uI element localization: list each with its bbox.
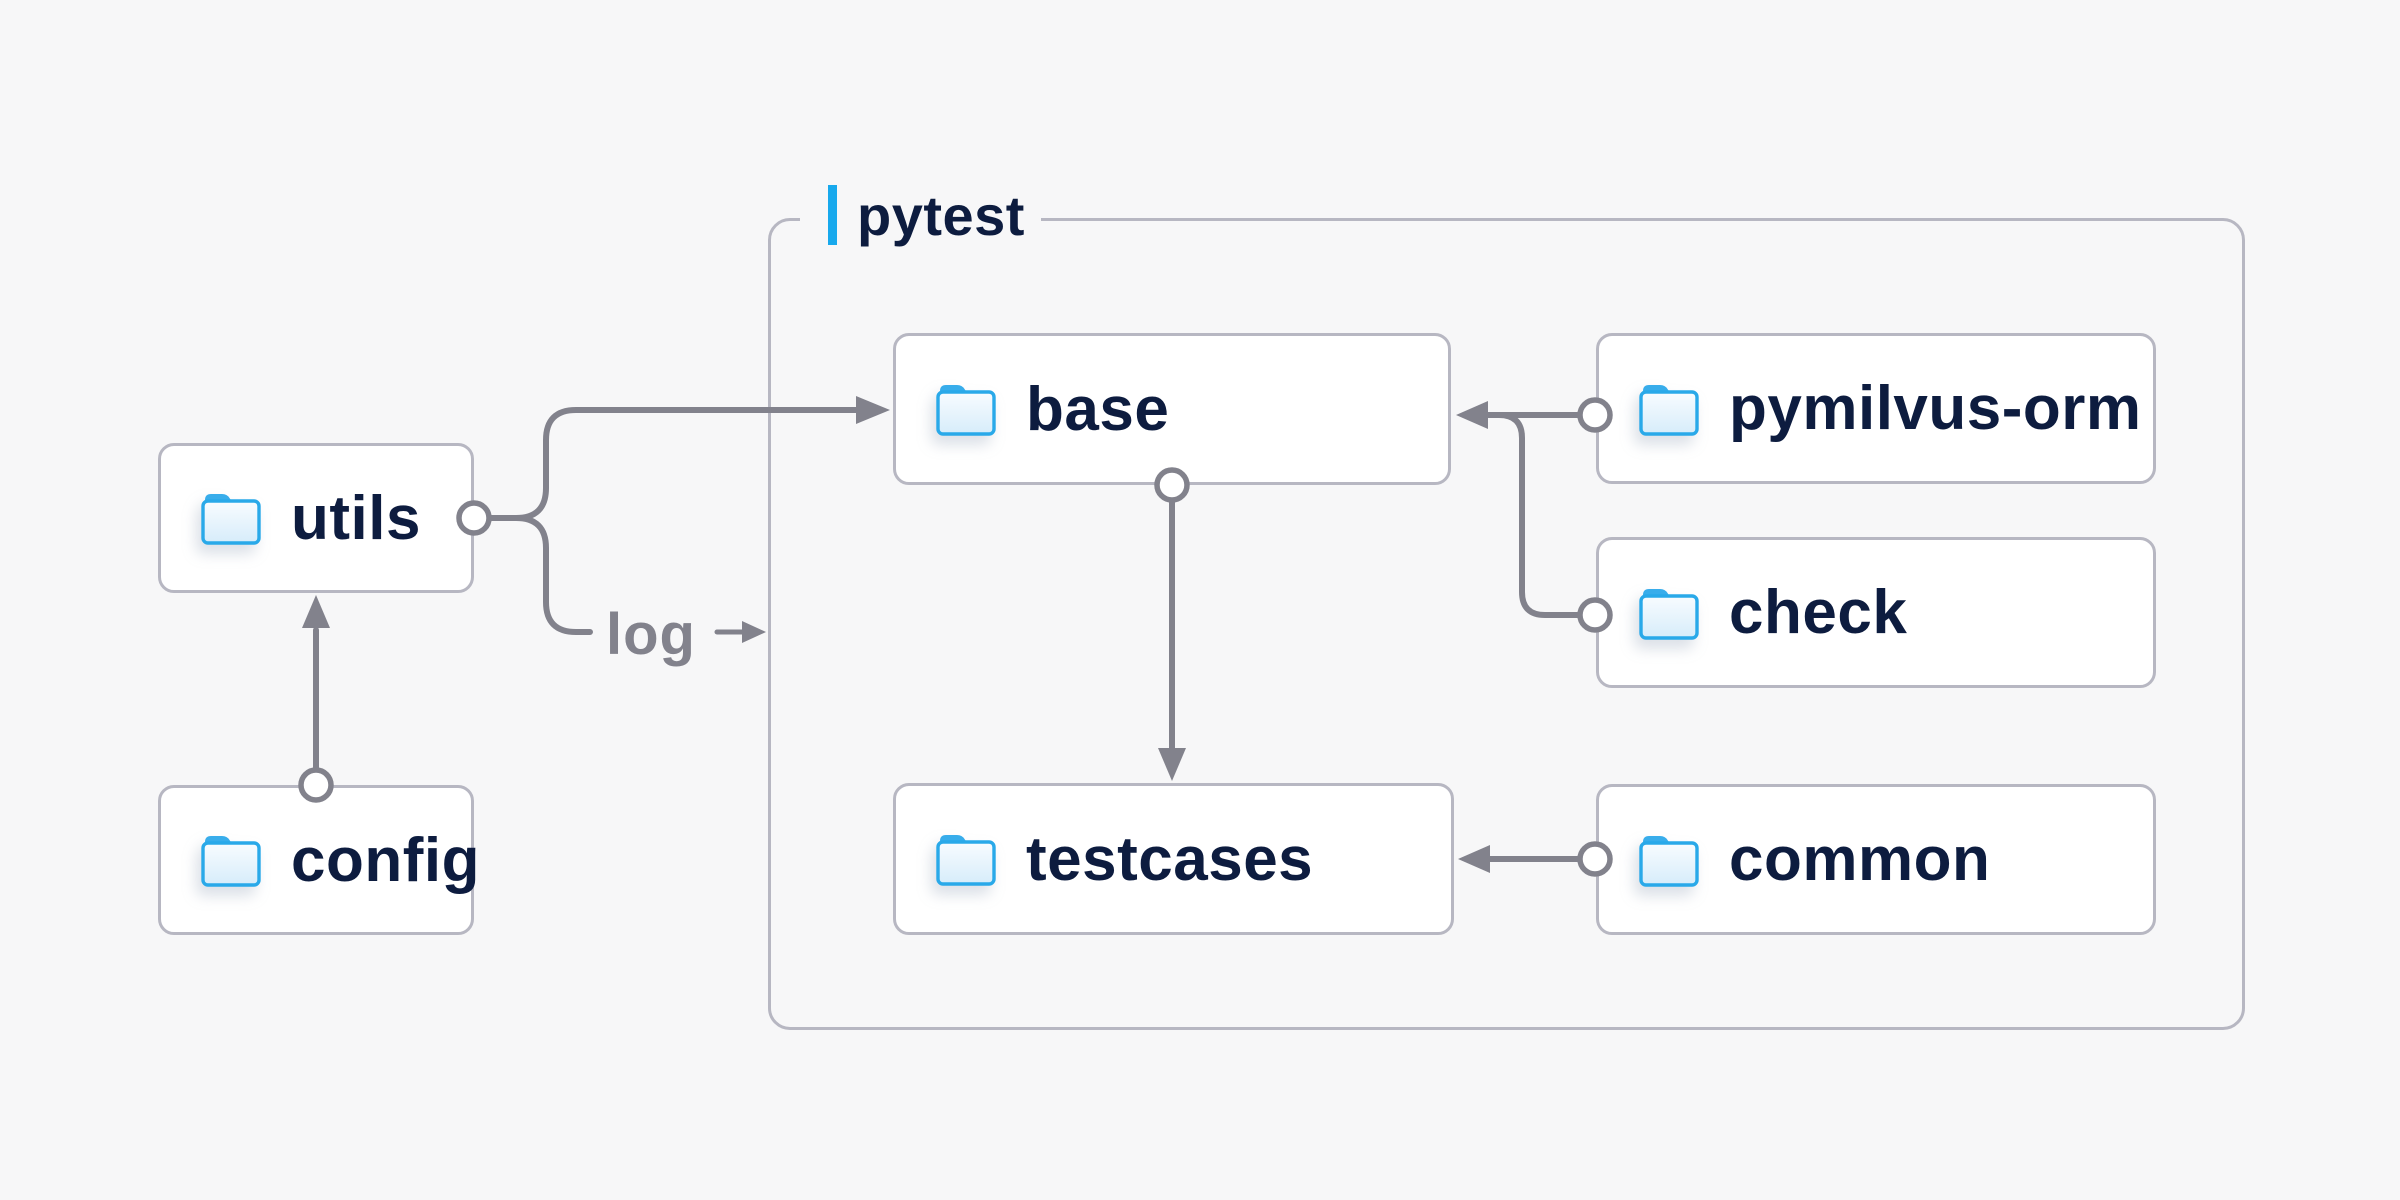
pytest-group-container: [768, 218, 2245, 1030]
arrowhead-log: [742, 621, 766, 643]
folder-icon: [1639, 384, 1699, 436]
accent-bar-icon: [828, 185, 837, 245]
node-check: check: [1596, 537, 2156, 688]
folder-icon: [201, 494, 261, 545]
node-label-base: base: [1026, 374, 1170, 444]
node-label-testcases: testcases: [1026, 824, 1314, 894]
folder-icon: [936, 835, 996, 886]
folder-icon: [936, 385, 996, 436]
pytest-group-label: pytest: [800, 183, 1041, 247]
node-config: config: [158, 785, 479, 935]
group-title: pytest: [857, 183, 1025, 247]
node-label-common: common: [1729, 825, 1991, 894]
folder-icon: [1639, 835, 1699, 887]
folder-icon: [1639, 588, 1699, 640]
edge-utils-log: [488, 515, 593, 635]
arrowhead-into-utils: [302, 595, 330, 628]
node-base: base: [893, 333, 1451, 485]
node-label-config: config: [291, 825, 480, 895]
edge-label-log: log: [606, 602, 696, 667]
node-label-utils: utils: [291, 483, 421, 553]
node-label-pymilvus-orm: pymilvus-orm: [1729, 374, 2142, 443]
folder-icon: [201, 836, 261, 887]
node-testcases: testcases: [893, 783, 1454, 935]
node-pymilvus-orm: pymilvus-orm: [1596, 333, 2156, 484]
node-common: common: [1596, 784, 2156, 935]
node-utils: utils: [158, 443, 474, 593]
node-label-check: check: [1729, 578, 1908, 647]
